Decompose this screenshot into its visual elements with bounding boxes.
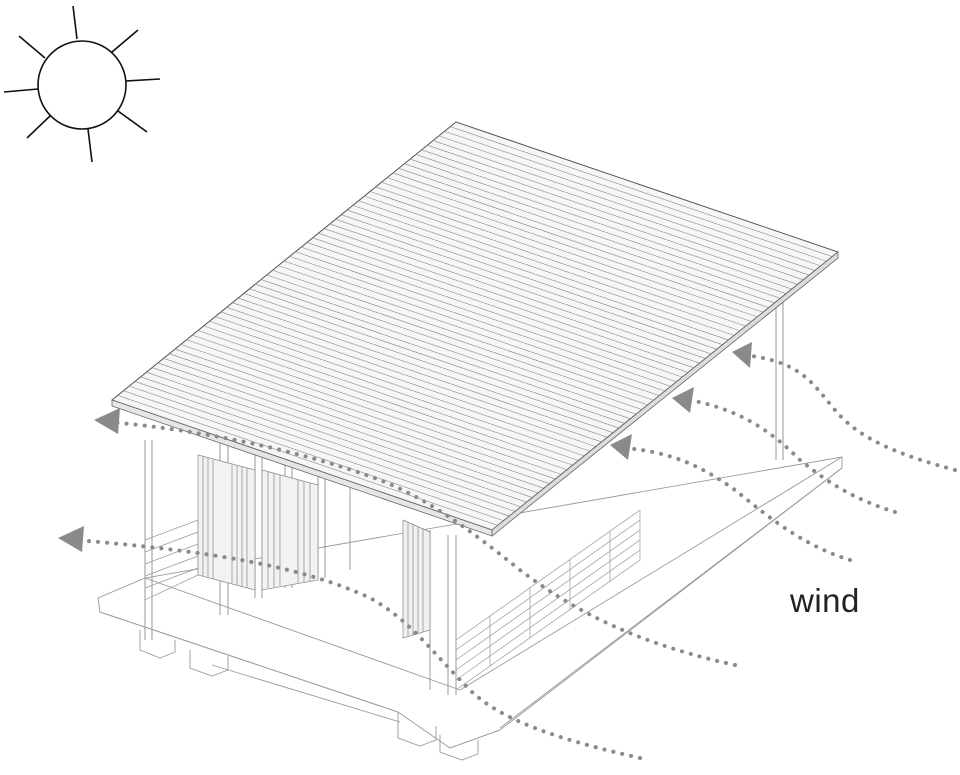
roof-corrugation-line <box>140 376 521 508</box>
roof-corrugation-line <box>220 311 602 443</box>
roof-corrugation-line <box>117 395 498 526</box>
roof-corrugation-line <box>306 242 689 373</box>
roof-corrugation-line <box>146 371 527 503</box>
roof-corrugation-line <box>238 297 619 429</box>
roof-corrugation-line <box>129 385 510 517</box>
brick-walls <box>144 509 641 691</box>
roof-corrugation-line <box>186 339 568 471</box>
roof-corrugation-line <box>410 158 792 290</box>
roof-corrugation-line <box>381 181 764 313</box>
roof-corrugation-line <box>415 154 798 285</box>
roof-corrugation-line <box>243 293 625 424</box>
roof-corrugation-line <box>266 274 648 406</box>
roof-corrugation-line <box>272 269 654 401</box>
wind-label: wind <box>790 582 860 619</box>
roof-corrugation-line <box>289 256 671 387</box>
roof-corrugation-line <box>335 219 717 350</box>
roof-corrugation-line <box>169 353 550 484</box>
roof-corrugation-line <box>427 144 810 276</box>
wind-arrow-icon <box>58 342 752 552</box>
roof-corrugation-line <box>134 381 516 512</box>
roof-corrugation-line <box>341 214 723 345</box>
roof-corrugation-line <box>392 172 775 304</box>
roof-corrugation-line <box>152 367 533 498</box>
roof-corrugation-line <box>369 191 752 322</box>
roof-corrugation-line <box>197 330 579 461</box>
roof-corrugation-line <box>375 186 758 318</box>
roof-corrugation-line <box>283 260 666 392</box>
sun-icon <box>3 5 161 163</box>
roof-corrugation-line <box>329 223 712 355</box>
roof-corrugation-line <box>255 283 637 415</box>
roof-corrugation-line <box>278 265 660 396</box>
roof-corrugation-line <box>163 358 544 489</box>
roof-corrugation-line <box>301 246 683 378</box>
roof-corrugation-line <box>226 307 608 438</box>
roof-corrugation-line <box>295 251 677 383</box>
roof-corrugation-line <box>346 209 729 341</box>
roof-corrugation-line <box>421 149 804 281</box>
roof-corrugation-line <box>364 195 746 327</box>
roof-corrugation-line <box>123 390 504 522</box>
roof-corrugation-line <box>180 344 562 475</box>
roof-corrugation-line <box>450 126 833 257</box>
roof-corrugation-line <box>352 205 735 336</box>
roof-corrugation-line <box>438 135 821 267</box>
roof-corrugation-line <box>192 334 573 466</box>
roof-corrugation-line <box>157 362 539 494</box>
roof-corrugation-line <box>318 232 700 364</box>
louvre-screens <box>197 454 431 639</box>
wind-arrows <box>73 353 957 760</box>
roof-corrugation-line <box>404 163 787 294</box>
roof-corrugation-line <box>203 325 585 457</box>
roof-corrugation-line <box>387 177 769 308</box>
roof-corrugation-line <box>249 288 631 420</box>
roof-corrugation-line <box>444 130 827 262</box>
roof-corrugation-line <box>232 302 614 433</box>
roof-corrugation-line <box>398 168 781 299</box>
roof-corrugation-line <box>209 320 591 452</box>
floor-slab <box>97 456 843 761</box>
roof-corrugation-line <box>174 348 556 480</box>
roof-corrugation-line <box>432 140 816 271</box>
roof-corrugation-line <box>312 237 694 369</box>
roof-corrugation-line <box>358 200 741 332</box>
roof-corrugation-line <box>215 316 596 447</box>
roof-corrugation-line <box>260 279 643 410</box>
roof-corrugation-line <box>324 228 706 359</box>
